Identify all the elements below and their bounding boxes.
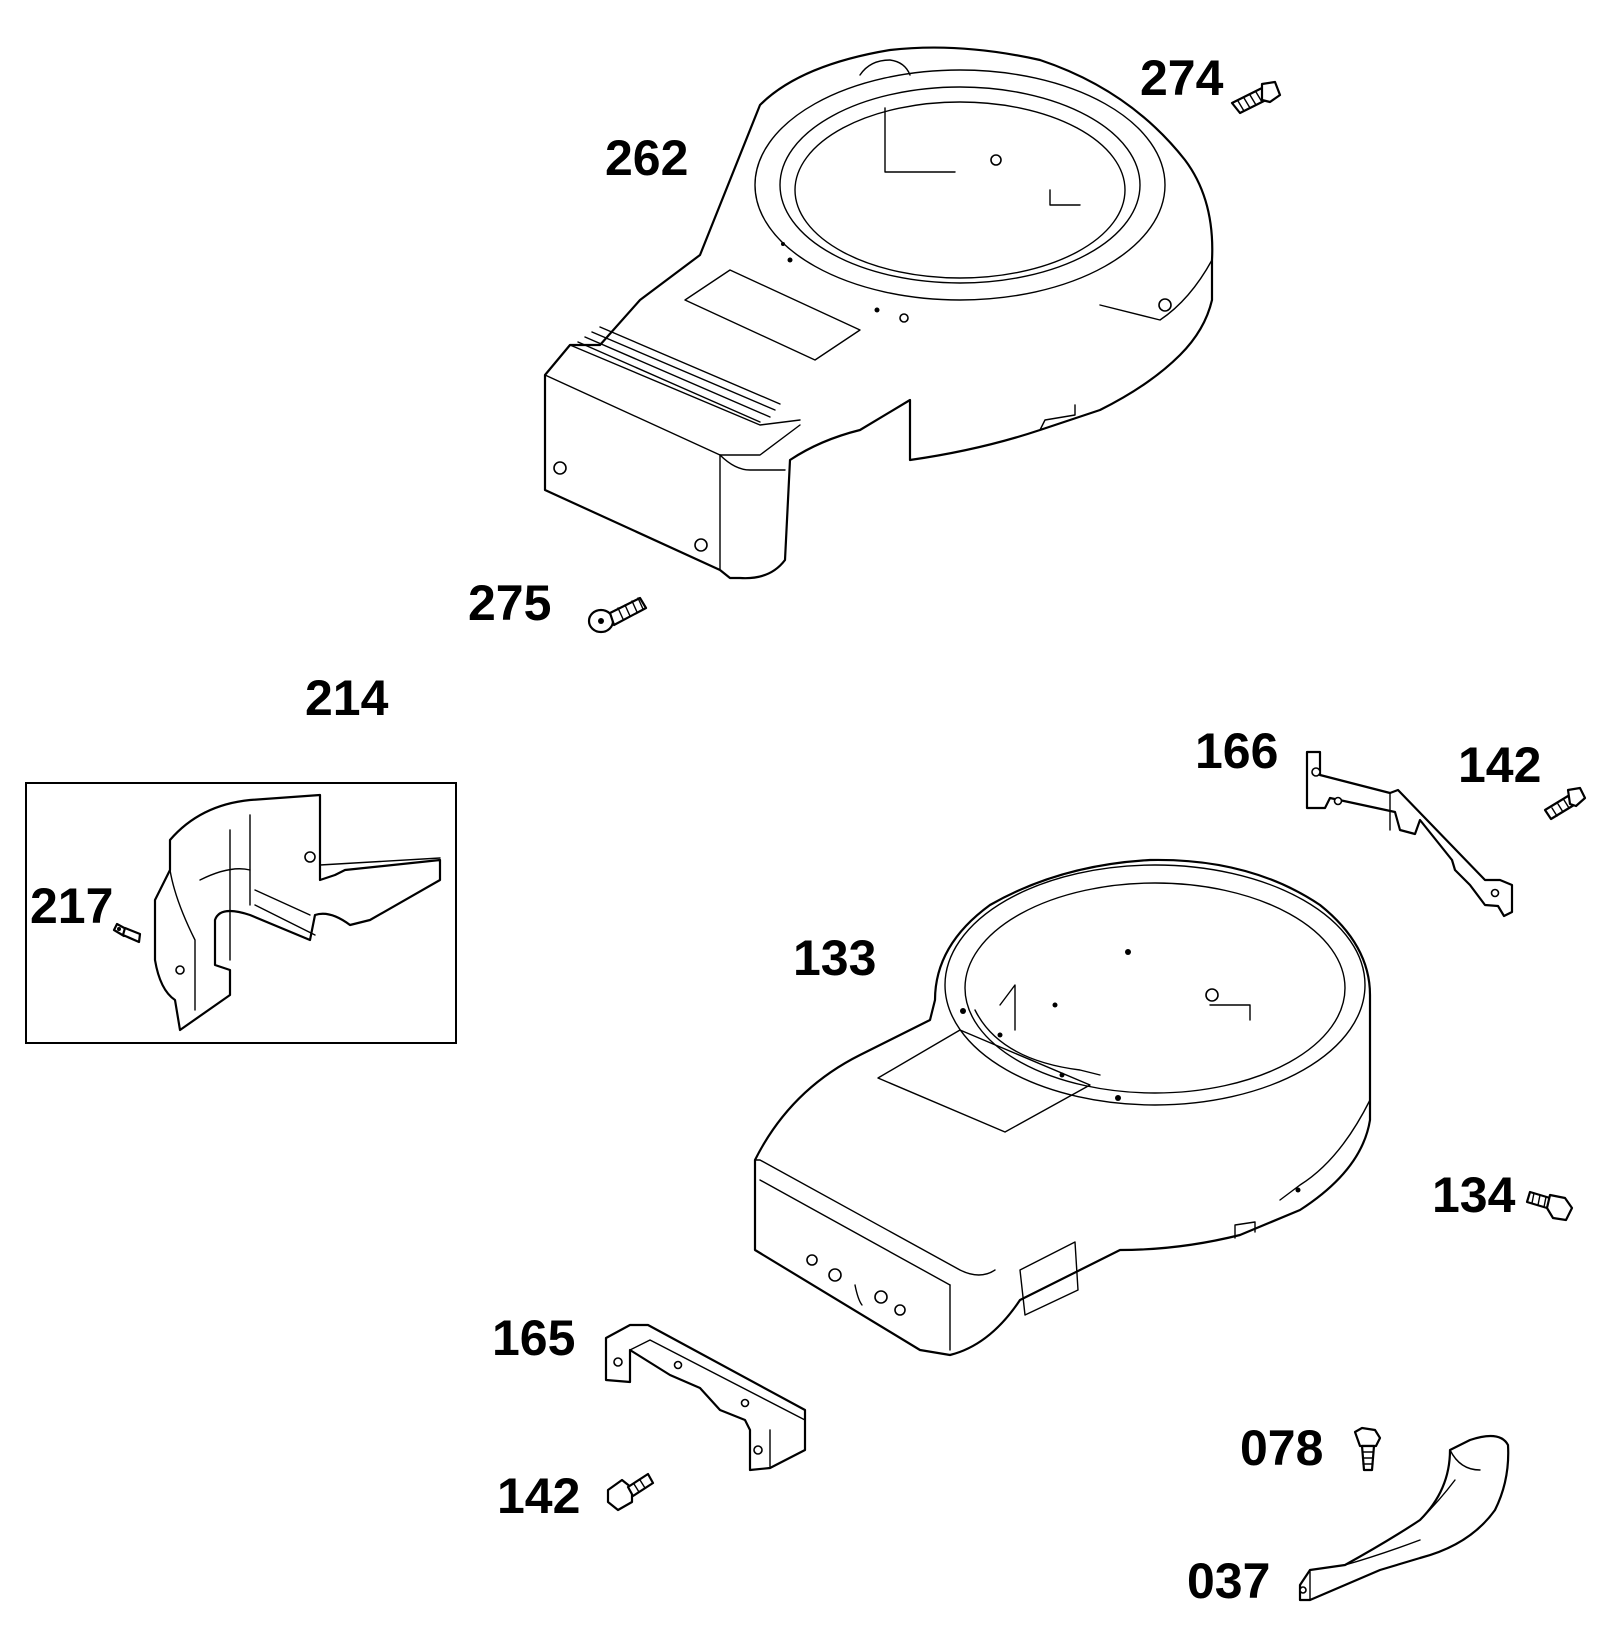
screw-142-lower: [606, 1472, 655, 1512]
part-label-214: 214: [305, 670, 389, 726]
blower-housing-262: [543, 46, 1214, 580]
part-label-275: 275: [468, 575, 551, 631]
part-label-262: 262: [605, 130, 688, 186]
screw-275: [587, 596, 648, 634]
bolt-078: [1353, 1426, 1382, 1472]
part-label-142-lower: 142: [497, 1468, 580, 1524]
part-label-166: 166: [1195, 723, 1278, 779]
screw-142-upper: [1543, 786, 1587, 821]
part-label-133: 133: [793, 930, 876, 986]
bracket-166: [1305, 750, 1514, 918]
screw-134: [1525, 1190, 1574, 1222]
part-label-134: 134: [1432, 1167, 1516, 1223]
blower-housing-133: [753, 858, 1372, 1357]
inset-box-214: [25, 782, 457, 1044]
bracket-165: [604, 1323, 807, 1472]
part-label-274: 274: [1140, 50, 1224, 106]
part-label-217: 217: [30, 878, 113, 934]
screw-217: [112, 922, 142, 944]
part-label-165: 165: [492, 1310, 575, 1366]
part-label-037: 037: [1187, 1553, 1270, 1609]
part-label-142-upper: 142: [1458, 737, 1541, 793]
screw-274: [1230, 80, 1282, 115]
part-label-078: 078: [1240, 1420, 1323, 1476]
duct-037: [1298, 1434, 1510, 1602]
